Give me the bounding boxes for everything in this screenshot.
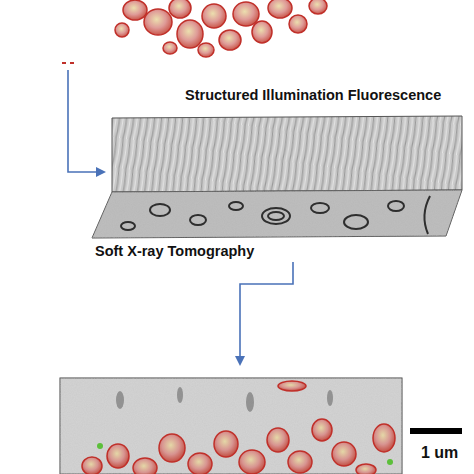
flow-arrow — [240, 262, 293, 364]
correlated-panel — [60, 378, 402, 474]
fluorescence-blobs — [115, 0, 327, 57]
tomography-slab — [92, 116, 462, 238]
method-label: Structured Illumination Fluorescence — [185, 87, 441, 104]
scale-label: 1 um — [421, 444, 458, 462]
scale-bar — [410, 428, 462, 434]
method-label: Soft X-ray Tomography — [95, 243, 254, 260]
flow-arrow — [68, 70, 104, 172]
small-marks — [62, 62, 74, 64]
